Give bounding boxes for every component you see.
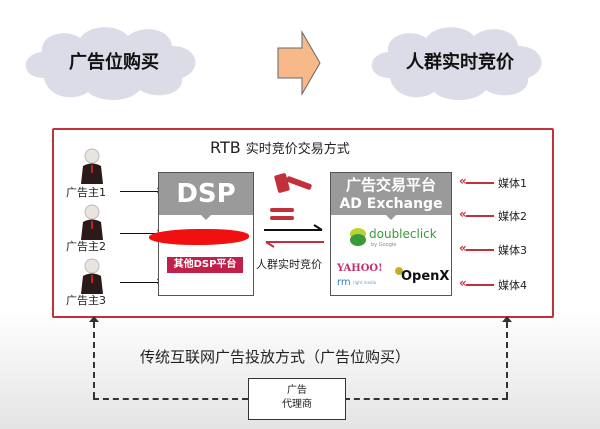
cloud-realtime-bidding: 人群实时竞价 [360,18,560,104]
arrowhead-up-left-icon [89,316,99,322]
media-label: 媒体2 [498,210,527,223]
advertiser-label: 广告主2 [66,240,106,253]
cloud-shape [25,27,196,100]
right-media-text: right media [353,280,377,285]
dashed-line-right [506,322,508,398]
openx-logo-text: OpenX [401,269,450,284]
exchange-arrows-icon [264,224,324,248]
cloud-shape [371,27,542,100]
gavel-base-top [270,208,294,212]
bid-label: 人群实时竞价 [256,258,322,271]
rtb-frame [52,128,554,318]
right-arrow-icon [277,30,321,96]
rtb-title-main: RTB [210,138,241,157]
advertiser-label: 广告主3 [66,294,106,307]
media-arrow [459,174,494,188]
media-arrow [459,241,494,255]
dsp-header: DSP [159,173,253,215]
right-media-logo-text: rm [337,277,351,288]
dashed-line-bottom-right [344,398,508,400]
media-label: 媒体3 [498,244,527,257]
ad-exchange-notch [386,215,396,220]
yahoo-logo-text: YAHOO! [337,263,383,274]
advertiser-person-icon [81,258,103,294]
gavel-base-bottom [270,216,294,220]
doubleclick-text: doubleclick [369,227,437,241]
gavel-icon [274,173,312,193]
agency-line2: 代理商 [282,399,312,410]
dashed-line-left [93,322,95,398]
agency-line1: 广告 [287,385,307,396]
ad-agency-box: 广告 代理商 [248,378,346,420]
media-label: 媒体1 [498,177,527,190]
advertiser-person-icon [81,148,103,184]
rtb-title: RTB 实时竞价交易方式 [210,138,350,157]
advertiser-label: 广告主1 [66,186,106,199]
ad-exchange-header-en: AD Exchange [339,196,443,212]
advertiser-arrow [120,274,164,288]
arrowhead-up-right-icon [502,316,512,322]
dsp-box: DSP 其他DSP平台 [149,172,254,296]
ad-exchange-header-cn: 广告交易平台 [345,176,436,194]
advertiser-arrow [120,183,164,197]
traditional-title: 传统互联网广告投放方式（广告位购买） [140,348,411,366]
media-arrow [459,276,494,290]
media-arrow [459,207,494,221]
media-label: 媒体4 [498,279,527,292]
dashed-line-bottom-left [93,398,248,400]
doubleclick-logo-icon [350,228,366,246]
ad-exchange-header: 广告交易平台 AD Exchange [331,173,451,215]
ad-exchange-box: 广告交易平台 AD Exchange doubleclick by Google… [330,172,452,296]
redaction-scribble [149,229,249,245]
rtb-title-sub: 实时竞价交易方式 [245,142,350,157]
openx-logo-icon [395,267,403,275]
dsp-notch [201,215,211,220]
advertiser-person-icon [81,204,103,240]
dsp-other-label: 其他DSP平台 [167,257,243,273]
doubleclick-by-google-text: by Google [371,242,397,248]
cloud-ad-slot-purchase: 广告位购买 [14,18,214,104]
cloud-left-text: 广告位购买 [69,52,159,73]
cloud-right-text: 人群实时竞价 [406,52,514,73]
